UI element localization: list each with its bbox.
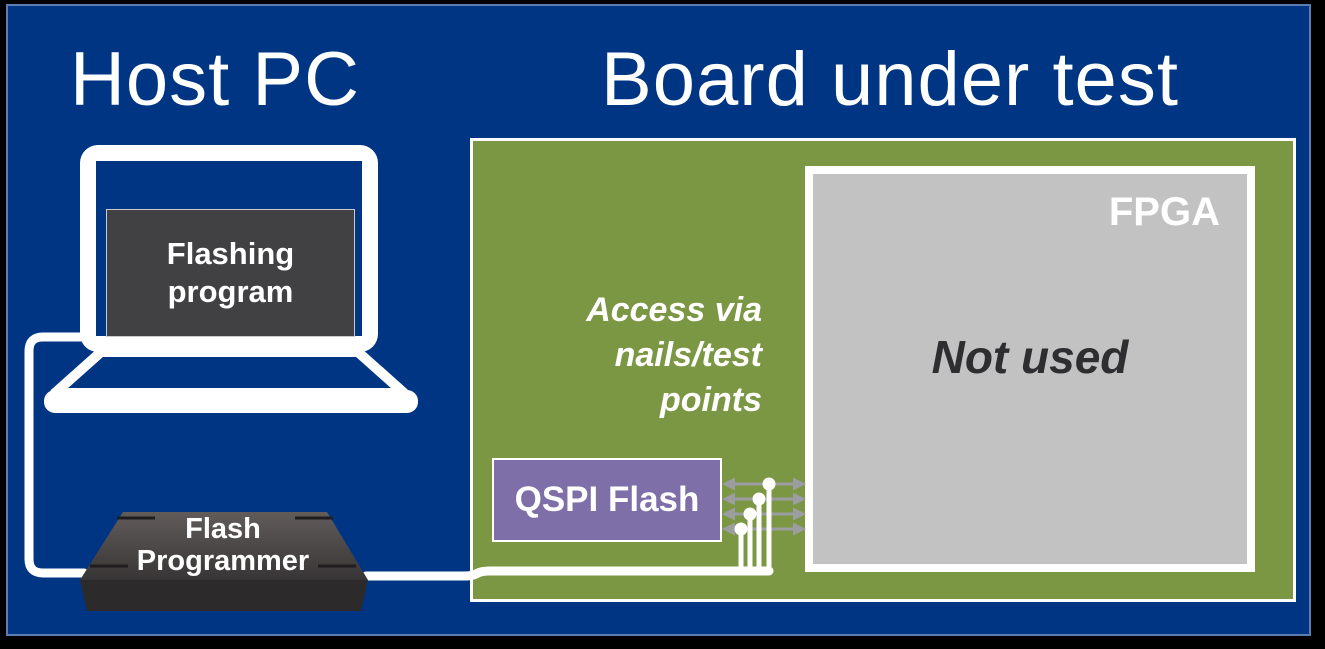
board-under-test-title: Board under test [601,37,1179,122]
flashing-program-label-line1: Flashing [166,236,295,271]
flash-programmer-label-line2: Programmer [136,545,310,577]
access-note-line3: points [660,381,762,419]
fpga-label: FPGA [1108,190,1220,234]
flash-programmer-label: Flash Programmer [103,513,343,577]
qspi-flash-label: QSPI Flash [514,480,700,519]
fpga-box [805,166,1255,572]
access-note-line2: nails/test [614,336,762,374]
flash-programmer-label-line1: Flash [185,513,261,545]
fpga-not-used-label: Not used [931,331,1129,383]
flashing-program-label-line2: program [167,274,294,309]
qspi-flash-box: QSPI Flash [492,458,722,542]
host-pc-title: Host PC [70,37,360,122]
flashing-program-window: Flashing program [106,209,355,337]
access-note: Access via nails/test points [500,288,762,423]
access-note-line1: Access via [586,291,762,329]
